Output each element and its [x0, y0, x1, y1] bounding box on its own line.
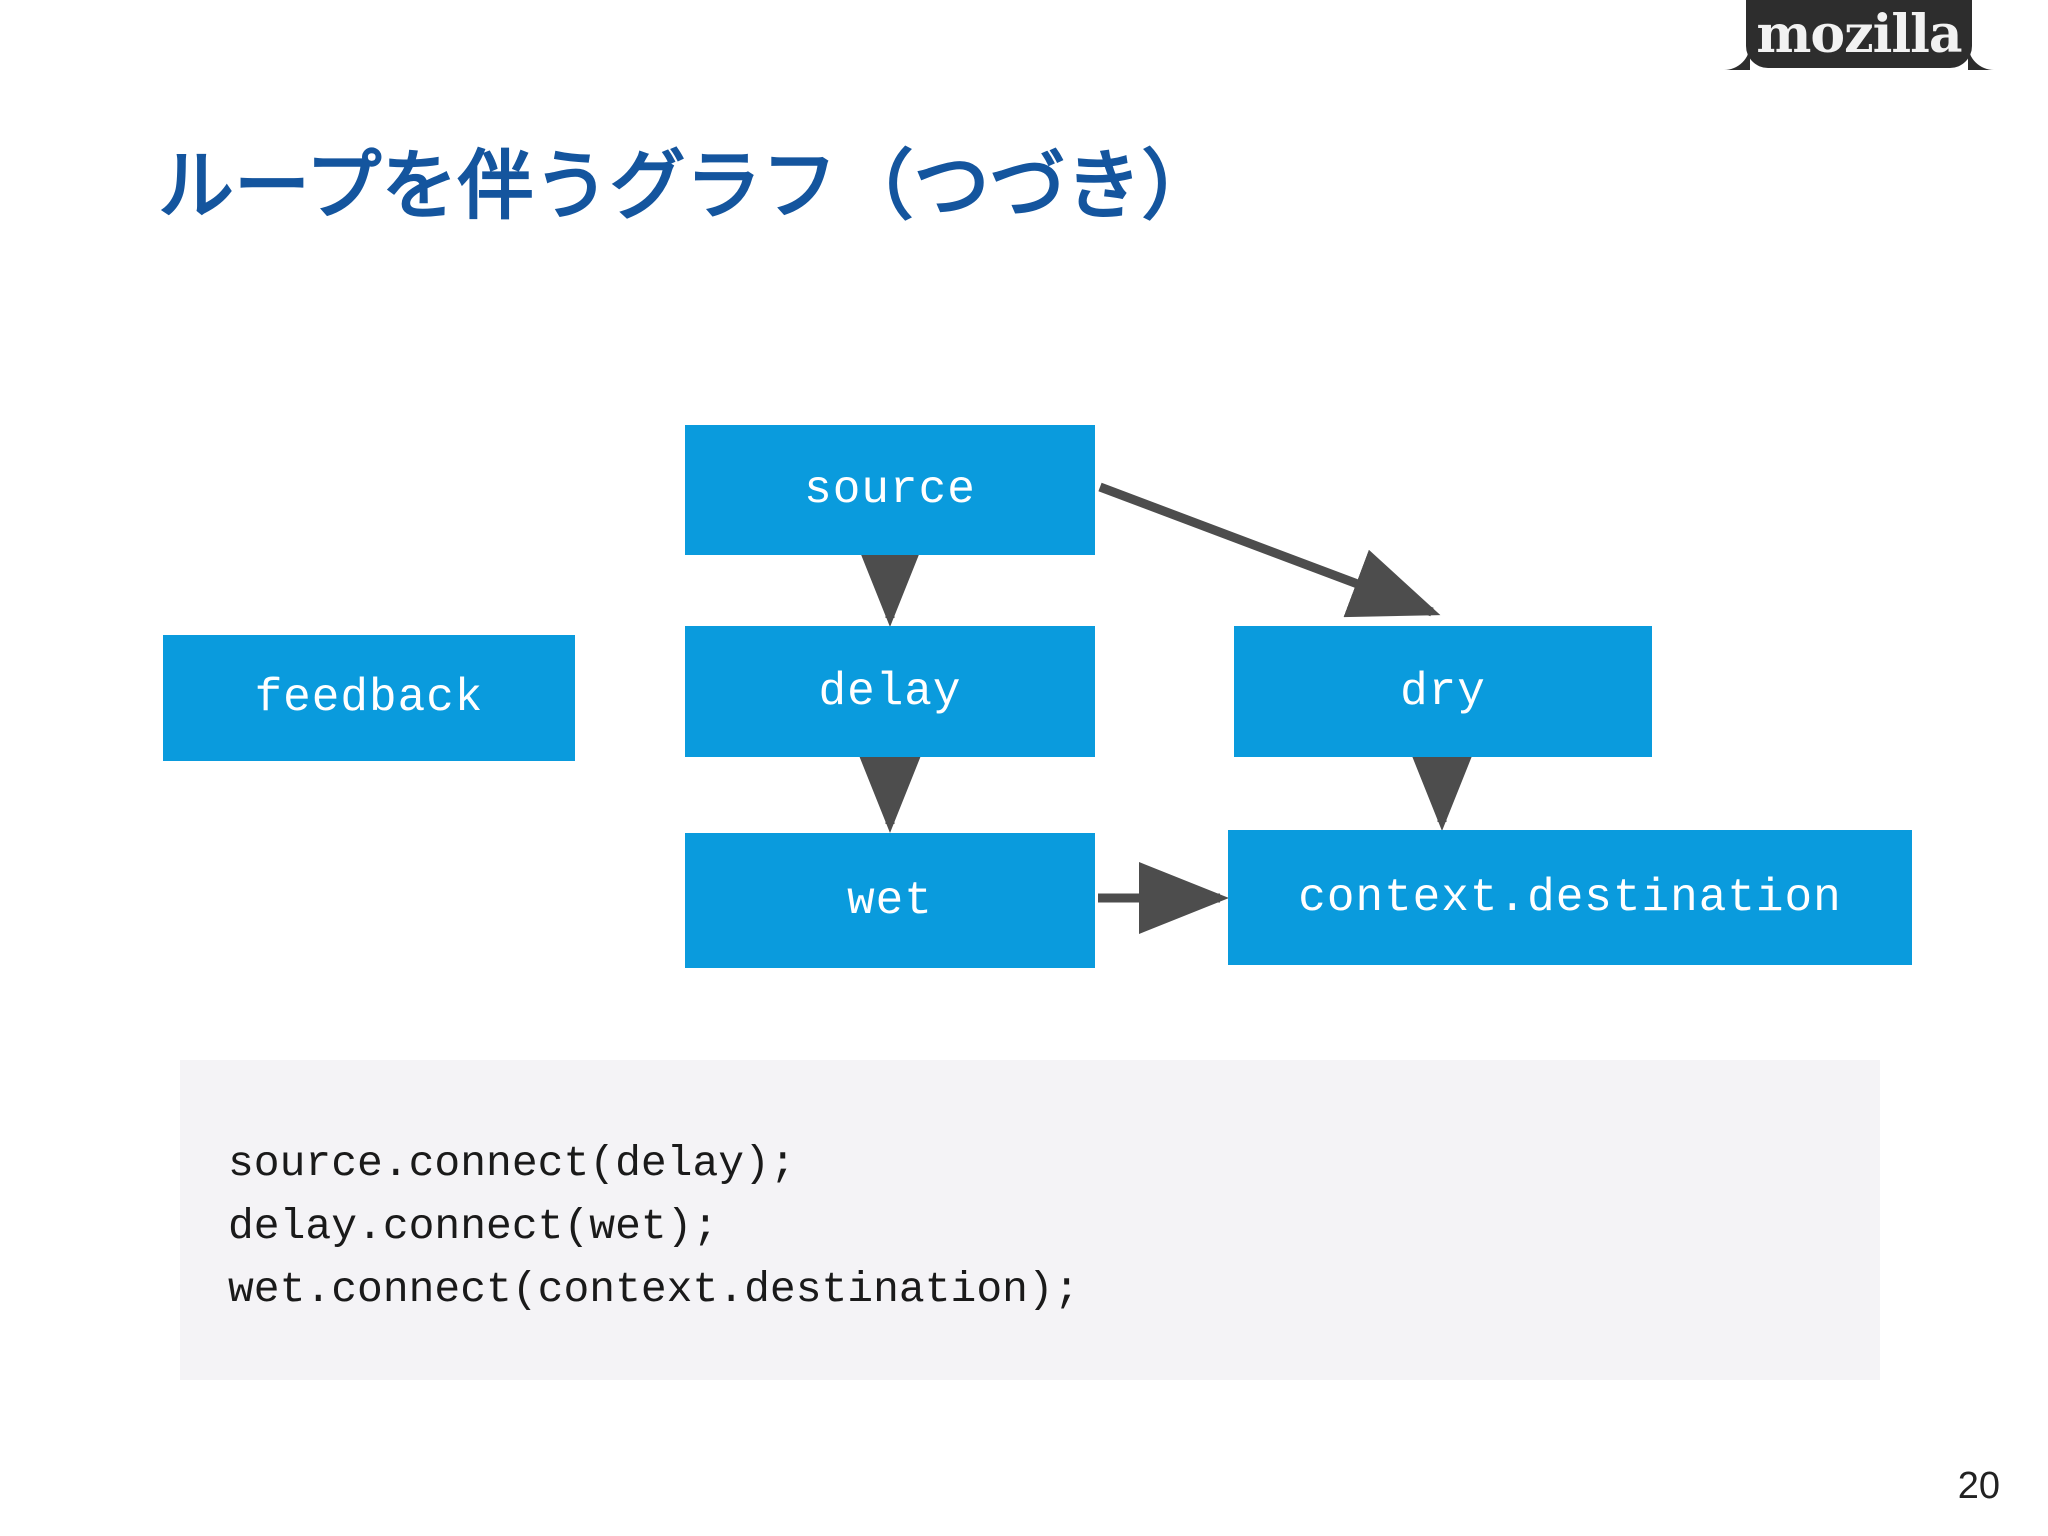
- logo-tab-ear-right: [1968, 18, 2020, 70]
- graph-node-source[interactable]: source: [685, 425, 1095, 555]
- code-block: source.connect(delay); delay.connect(wet…: [180, 1060, 1880, 1380]
- graph-node-context-destination[interactable]: context.destination: [1228, 830, 1912, 965]
- edge-source-to-dry: [1098, 482, 1441, 618]
- graph-node-wet[interactable]: wet: [685, 833, 1095, 968]
- graph-node-delay[interactable]: delay: [685, 626, 1095, 757]
- code-snippet: source.connect(delay); delay.connect(wet…: [228, 1139, 1080, 1314]
- mozilla-logo: mozilla: [1698, 0, 2020, 70]
- graph-node-dry[interactable]: dry: [1234, 626, 1652, 757]
- page-number: 20: [1957, 1465, 2000, 1507]
- logo-tab-body: [1746, 0, 1972, 68]
- mozilla-wordmark: mozilla: [1756, 4, 1962, 65]
- graph-node-feedback[interactable]: feedback: [163, 635, 575, 761]
- logo-tab-ear-left: [1698, 18, 1750, 70]
- page-title: ループを伴うグラフ（つづき）: [158, 141, 1218, 230]
